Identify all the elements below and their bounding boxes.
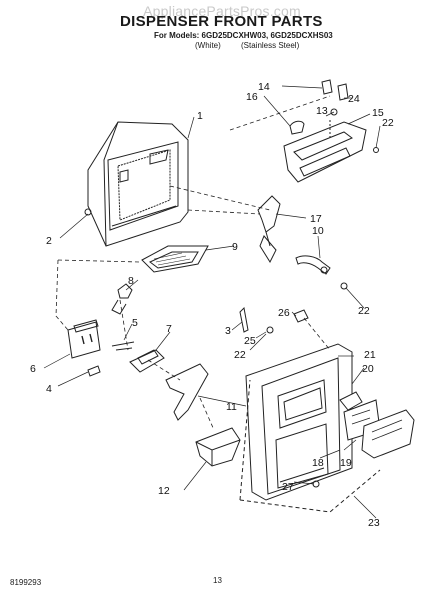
callout-16: 16 — [246, 91, 258, 103]
callout-15: 15 — [372, 107, 384, 119]
model-numbers: For Models: 6GD25DCXHW03, 6GD25DCXHS03 — [154, 31, 333, 40]
watermark: AppliancePartsPros.com — [143, 3, 301, 19]
callout-22-upper: 22 — [382, 117, 394, 129]
part-switch-8 — [111, 283, 133, 315]
callout-5: 5 — [132, 317, 138, 329]
callout-17: 17 — [310, 213, 322, 225]
part-screw-22 — [340, 282, 348, 290]
part-lever-10 — [295, 255, 331, 275]
leader-lines — [43, 85, 381, 519]
part-module-6 — [67, 319, 101, 359]
part-upper-bracket — [283, 79, 379, 183]
part-flapper-12 — [195, 427, 241, 467]
callout-1: 1 — [197, 110, 203, 122]
callout-27: 27 — [282, 481, 294, 493]
callout-25: 25 — [244, 335, 256, 347]
page-number: 13 — [213, 576, 222, 585]
part-screw-4 — [87, 365, 101, 377]
part-spring-5 — [111, 341, 135, 351]
callout-14: 14 — [258, 81, 270, 93]
part-screw-2 — [84, 208, 92, 216]
part-pin-3 — [239, 306, 309, 334]
callout-4: 4 — [46, 383, 52, 395]
callout-6: 6 — [30, 363, 36, 375]
callout-3: 3 — [225, 325, 231, 337]
callout-11: 11 — [226, 401, 237, 413]
part-housing — [87, 121, 189, 247]
callout-18: 18 — [312, 457, 324, 469]
part-front-panel-21 — [245, 343, 353, 501]
callout-26: 26 — [278, 307, 290, 319]
callout-13: 13 — [316, 105, 328, 117]
callout-12: 12 — [158, 485, 170, 497]
part-chute-11 — [165, 363, 209, 421]
callout-numbers: 1 2 3 4 5 6 7 8 9 10 11 12 13 14 15 16 1… — [30, 81, 394, 529]
callout-23: 23 — [368, 517, 380, 529]
assembly-lines — [55, 95, 331, 431]
callout-19: 19 — [340, 457, 352, 469]
page-title: DISPENSER FRONT PARTS — [120, 13, 323, 30]
variant-white: (White) — [195, 41, 221, 50]
part-overlay-23 — [239, 379, 415, 513]
callout-2: 2 — [46, 235, 52, 247]
part-actuator-7 — [129, 349, 165, 373]
callout-10: 10 — [312, 225, 324, 237]
callout-8: 8 — [128, 275, 134, 287]
callout-22-lower: 22 — [234, 349, 246, 361]
variant-stainless: (Stainless Steel) — [241, 41, 300, 50]
part-drip-tray — [141, 245, 209, 273]
part-bracket-17 — [257, 195, 281, 264]
callout-9: 9 — [232, 241, 238, 253]
callout-22-right: 22 — [358, 305, 370, 317]
callout-7: 7 — [166, 323, 172, 335]
callout-20: 20 — [362, 363, 374, 375]
document-number: 8199293 — [10, 578, 42, 587]
callout-24: 24 — [348, 93, 360, 105]
callout-21: 21 — [364, 349, 376, 361]
